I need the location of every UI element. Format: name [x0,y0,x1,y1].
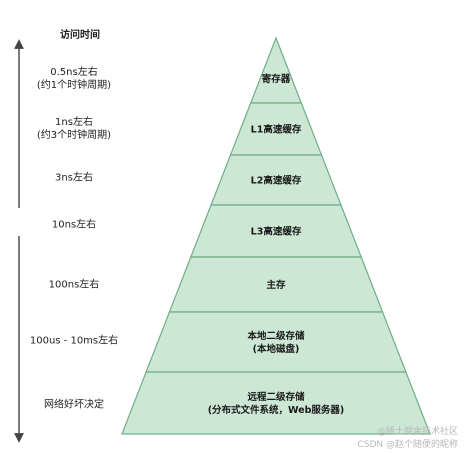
pyramid-level-label: 远程二级存储 [247,391,305,403]
access-time-label: 10ns左右 [52,218,96,231]
access-time-label: 1ns左右 [55,115,93,128]
pyramid-level-label: L3高速缓存 [251,226,302,238]
pyramid-level-label: (本地磁盘) [253,343,300,355]
access-time-label: 3ns左右 [55,171,93,184]
access-time-label: 100us - 10ms左右 [30,334,118,347]
pyramid-level-label: (分布式文件系统，Web服务器) [208,404,345,416]
pyramid-level-label: 本地二级存储 [247,330,305,342]
pyramid-level-6 [145,311,407,373]
access-time-label: 100ns左右 [49,278,100,291]
access-time-label: (约1个时钟周期) [37,78,111,91]
access-time-label: 0.5ns左右 [50,65,97,78]
watermark-line1: @稀土掘金技术社区 [377,425,458,437]
access-time-labels: 0.5ns左右(约1个时钟周期) 1ns左右(约3个时钟周期) 3ns左右 10ns左… [30,65,118,411]
pyramid-level-label: L2高速缓存 [251,175,302,187]
access-time-label: (约3个时钟周期) [37,128,111,141]
pyramid-level-label: 寄存器 [262,73,291,85]
pyramid-level-label: L1高速缓存 [251,124,302,136]
access-time-heading: 访问时间 [60,28,100,41]
access-time-label: 网络好坏决定 [44,398,104,411]
pyramid-level-1 [249,36,303,104]
watermark-line2: CSDN @赵个随便的昵称 [357,438,458,450]
pyramid-level-label: 主存 [266,279,286,291]
pyramid-level-7 [121,371,431,435]
